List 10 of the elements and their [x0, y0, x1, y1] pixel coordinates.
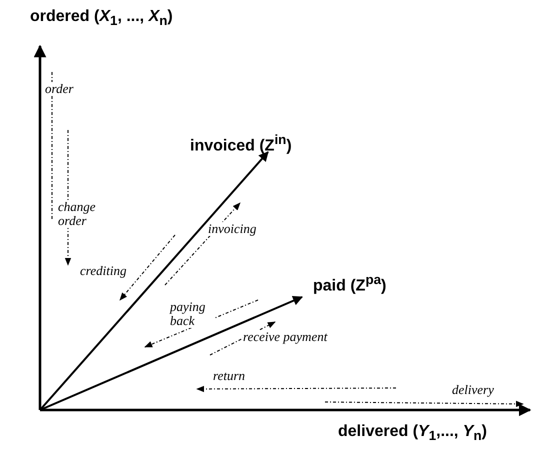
- axis-label: delivered (Y$_{1}$,..., Y$_{n}$): [338, 423, 487, 444]
- activity-label: paying back: [170, 300, 215, 328]
- axis-label: ordered (X$_{1}$, ..., X$_{n}$): [30, 8, 173, 28]
- activity-label: order: [45, 82, 74, 96]
- activity-label: crediting: [80, 264, 126, 278]
- axis-label: paid (Z$^{pa}$): [313, 272, 386, 296]
- activity-label: delivery: [452, 383, 494, 397]
- activity-label: receive payment: [243, 330, 328, 344]
- axis-label: invoiced (Z$^{in}$): [190, 132, 292, 156]
- activity-label: invoicing: [208, 222, 256, 236]
